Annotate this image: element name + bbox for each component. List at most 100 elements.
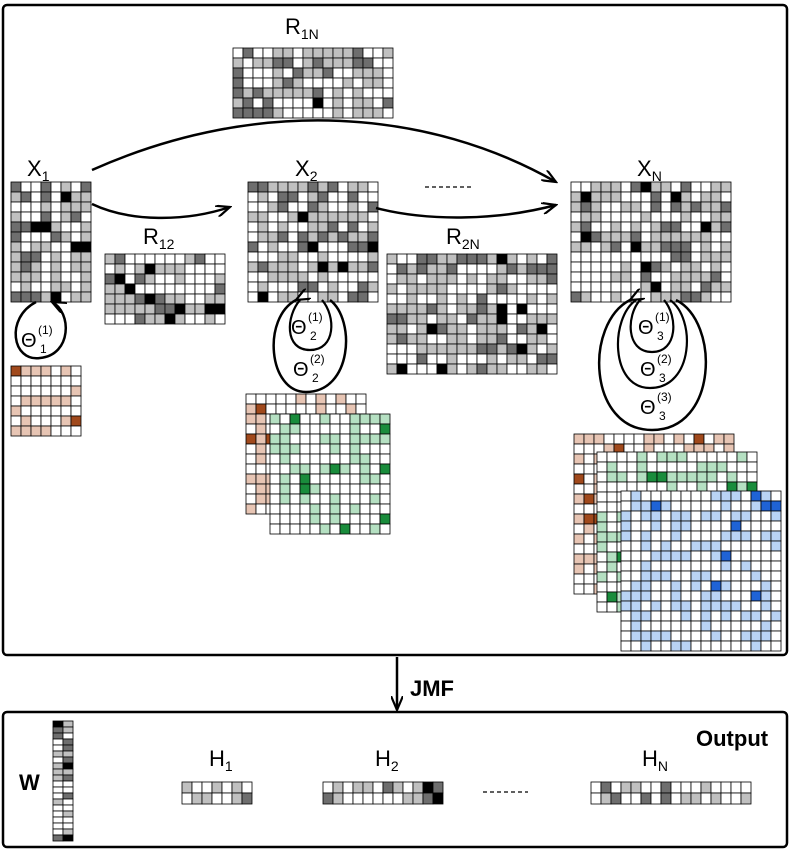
matrix-cell (456, 303, 468, 315)
matrix-cell (626, 481, 638, 493)
matrix-cell (289, 413, 301, 425)
matrix-cell (379, 473, 391, 485)
matrix-cell (289, 513, 301, 525)
matrix-cell (620, 201, 632, 213)
matrix-cell (720, 271, 732, 283)
matrix-cell (570, 181, 582, 193)
matrix-cell (267, 261, 279, 273)
matrix-cell (700, 191, 712, 203)
matrix-cell (700, 580, 712, 592)
label-x1: X1 (27, 156, 50, 184)
matrix-cell (740, 580, 752, 592)
matrix-cell (670, 231, 682, 243)
matrix-cell (660, 251, 672, 263)
matrix-cell (231, 792, 243, 805)
matrix-cell (650, 241, 662, 253)
matrix-cell (446, 313, 458, 325)
matrix-cell (710, 570, 722, 582)
matrix-cell (660, 510, 672, 522)
matrix-cell (640, 231, 652, 243)
matrix-cell (359, 503, 371, 515)
matrix-cell (406, 253, 418, 265)
matrix-cell (359, 523, 371, 535)
matrix-cell (20, 405, 32, 417)
matrix-cell (700, 620, 712, 632)
matrix-cell (710, 261, 722, 273)
matrix-cell (546, 263, 558, 275)
matrix-cell (590, 271, 602, 283)
matrix-cell (255, 453, 267, 465)
matrix-cell (446, 343, 458, 355)
matrix-cell (357, 261, 369, 273)
matrix-cell (372, 97, 384, 109)
matrix-cell (144, 273, 156, 285)
matrix-cell (386, 253, 398, 265)
matrix-cell (476, 363, 488, 375)
matrix-cell (686, 481, 698, 493)
matrix-cell (245, 503, 257, 515)
matrix-cell (573, 443, 585, 455)
matrix-cell (245, 443, 257, 455)
matrix-cell (606, 521, 618, 533)
matrix-cell (292, 107, 304, 119)
matrix-cell (770, 560, 782, 572)
matrix-cell (104, 253, 116, 265)
matrix-cell (650, 520, 662, 532)
matrix-cell (590, 291, 602, 303)
matrix-cell (650, 231, 662, 243)
matrix-cell (297, 211, 309, 223)
matrix-cell (590, 281, 602, 293)
matrix-cell (144, 293, 156, 305)
matrix-cell (506, 343, 518, 355)
matrix-cell (476, 333, 488, 345)
loop-xn-2 (616, 299, 688, 390)
matrix-cell (10, 281, 22, 293)
matrix-cell (640, 560, 652, 572)
matrix-cell (349, 473, 361, 485)
matrix-cell (275, 393, 287, 405)
matrix-cell (347, 281, 359, 293)
matrix-cell (52, 792, 64, 800)
matrix-cell (372, 792, 384, 805)
matrix-cell (247, 241, 259, 253)
matrix-cell (750, 550, 762, 562)
matrix-cell (590, 181, 602, 193)
matrix-cell (596, 531, 608, 543)
matrix-cell (573, 473, 585, 485)
matrix-cell (245, 493, 257, 505)
matrix-cell (319, 483, 331, 495)
matrix-cell (720, 251, 732, 263)
svg-text:Θ: Θ (293, 359, 309, 381)
matrix-cell (436, 253, 448, 265)
matrix-cell (211, 781, 223, 794)
matrix-cell (640, 781, 652, 794)
matrix-cell (10, 261, 22, 273)
matrix-cell (690, 261, 702, 273)
matrix-cell (406, 283, 418, 295)
matrix-cell (690, 781, 702, 794)
matrix-cell (710, 590, 722, 602)
matrix-cell (740, 630, 752, 642)
matrix-cell (40, 261, 52, 273)
matrix-cell (486, 353, 498, 365)
matrix-cell (287, 221, 299, 233)
matrix-cell (10, 425, 22, 437)
matrix-cell (666, 461, 678, 473)
matrix-cell (676, 461, 688, 473)
matrix-cell (279, 453, 291, 465)
matrix-cell (456, 263, 468, 275)
matrix-cell (416, 293, 428, 305)
matrix-cell (680, 510, 692, 522)
matrix-cell (252, 47, 264, 59)
matrix-cell (640, 490, 652, 502)
matrix-cell (312, 77, 324, 89)
matrix-cell (673, 433, 685, 445)
matrix-cell (446, 283, 458, 295)
matrix-cell (114, 293, 126, 305)
matrix-cell (516, 253, 528, 265)
matrix-cell (20, 191, 32, 203)
matrix-cell (526, 263, 538, 275)
matrix-cell (516, 313, 528, 325)
matrix-cell (319, 443, 331, 455)
matrix-cell (730, 570, 742, 582)
